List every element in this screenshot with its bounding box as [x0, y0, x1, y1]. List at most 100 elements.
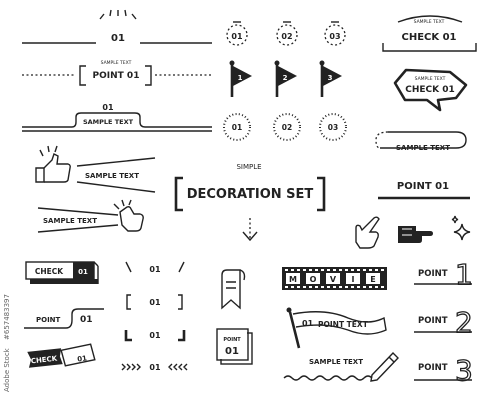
circle-badge-01: 01	[231, 32, 243, 41]
check-box-text: CHECK	[35, 267, 64, 276]
flag-number-1: 1	[238, 74, 243, 82]
thumbs-up-icon	[35, 145, 71, 183]
flag-icon: 3	[319, 60, 342, 97]
circle-badge-02: 02	[281, 32, 292, 41]
point-1: POINT 1	[414, 257, 473, 292]
check-sample-label: SAMPLE TEXT	[414, 19, 445, 25]
number-variations: 01 01 01 01	[121, 261, 188, 372]
ray-01: 01	[125, 261, 185, 274]
corner-01: 01	[124, 330, 186, 342]
right-icons	[355, 215, 471, 249]
watermark-id: #657483397	[3, 294, 11, 340]
wavy-sample-label: SAMPLE TEXT	[309, 358, 363, 366]
burst-title-01: 01	[22, 9, 212, 44]
point-3-label: POINT	[418, 363, 448, 373]
circle-badge-03: 03	[329, 32, 340, 41]
film-letter-3: V	[330, 275, 337, 284]
pointing-hand-banner: SAMPLE TEXT	[37, 199, 144, 233]
speech-bubble-check: CHECK 01 SAMPLE TEXT	[393, 68, 468, 112]
svg-text:01: 01	[149, 363, 161, 372]
flag-markers: 1 2 3	[229, 60, 342, 97]
point-numbered-list: POINT 1 POINT 2 POINT 3	[414, 257, 473, 388]
film-letter-4: I	[352, 275, 355, 284]
svg-text:03: 03	[328, 123, 338, 132]
rounded-box-label: SAMPLE TEXT	[396, 144, 450, 152]
check-01-label: CHECK 01	[401, 32, 456, 43]
bracket-point-label: POINT 01	[93, 71, 140, 81]
watermark-site: Adobe Stock	[3, 347, 11, 392]
bookmark-tag	[221, 269, 246, 310]
film-letter-2: O	[310, 275, 317, 284]
flag-number-2: 2	[283, 74, 288, 82]
pointing-right-hand-icon	[398, 226, 433, 243]
point-1-label: POINT	[418, 269, 448, 279]
ribbon-check-label: CHECK	[30, 355, 58, 366]
thumbs-sample-label: SAMPLE TEXT	[85, 172, 139, 180]
film-strip-icon: M O V I E	[282, 267, 387, 290]
tab-line-01: 01 SAMPLE TEXT	[22, 103, 212, 132]
flag-banner-number: 01	[302, 319, 314, 328]
svg-text:01: 01	[232, 123, 242, 132]
hand-sample-label: SAMPLE TEXT	[43, 217, 97, 225]
sparkle-icon	[451, 215, 471, 241]
bubble-check-label: CHECK 01	[405, 85, 455, 95]
bracket-sample-label: SAMPLE TEXT	[101, 60, 132, 66]
square-number: 01	[225, 346, 239, 357]
film-letter-5: E	[370, 275, 375, 284]
chevron-01: 01	[121, 363, 188, 372]
underline-point-label: POINT 01	[397, 181, 449, 192]
point-2: POINT 2	[414, 305, 473, 340]
point-1-number: 1	[455, 258, 473, 291]
svg-text:01: 01	[149, 298, 161, 307]
point-2-label: POINT	[418, 316, 448, 326]
film-letter-1: M	[289, 275, 297, 284]
pointing-up-hand-icon	[355, 216, 380, 249]
dotted-bracket-point-01: POINT 01 SAMPLE TEXT	[22, 60, 212, 86]
check-box-label: CHECK 01	[25, 261, 99, 284]
check-box-number: 01	[78, 268, 88, 276]
dotted-circle-badges: 01 02 03	[226, 21, 346, 46]
center-heading: SIMPLE DECORATION SET	[174, 163, 326, 242]
burst-number: 01	[111, 33, 125, 44]
point-3: POINT 3	[414, 353, 473, 388]
point-3-number: 3	[455, 354, 473, 387]
tab-sample-label: SAMPLE TEXT	[83, 118, 134, 126]
flag-icon: 2	[274, 60, 297, 97]
starburst-03: 03	[319, 113, 347, 141]
point-01-underline: POINT 01	[378, 181, 470, 200]
check-ribbon: CHECK 01	[27, 343, 96, 368]
bubble-sample-label: SAMPLE TEXT	[415, 76, 446, 82]
flag-banner-label: POINT TEXT	[318, 320, 369, 329]
burst-rays-icon	[99, 9, 137, 20]
ribbon-number: 01	[77, 354, 88, 363]
square-point-label: POINT	[223, 337, 241, 343]
tab-number: 01	[102, 103, 114, 112]
heading-small: SIMPLE	[236, 163, 261, 171]
curved-point-label: POINT	[36, 316, 61, 324]
pointing-hand-icon	[113, 199, 144, 232]
point-curved-line: POINT 01	[24, 308, 104, 329]
heading-main: DECORATION SET	[187, 187, 314, 202]
starburst-badges: 01 02 03	[223, 113, 347, 141]
flag-icon: 1	[229, 60, 252, 97]
point-text-flag: 01 POINT TEXT	[286, 307, 387, 349]
starburst-02: 02	[273, 113, 301, 141]
wavy-sample: SAMPLE TEXT	[283, 351, 399, 382]
thumbs-up-banner: SAMPLE TEXT	[35, 145, 156, 193]
bracket-01: 01	[126, 294, 183, 310]
flag-number-3: 3	[328, 74, 333, 82]
down-arrow-icon	[242, 218, 258, 242]
point-2-number: 2	[455, 306, 473, 339]
svg-text:02: 02	[282, 123, 292, 132]
svg-text:01: 01	[149, 331, 161, 340]
check-01-heading: SAMPLE TEXT CHECK 01	[382, 15, 477, 52]
point-square: POINT 01	[216, 328, 253, 365]
stock-watermark: Adobe Stock #657483397	[3, 294, 11, 392]
svg-text:01: 01	[149, 265, 161, 274]
curved-point-number: 01	[80, 315, 93, 325]
starburst-01: 01	[223, 113, 251, 141]
pencil-icon	[370, 351, 399, 382]
rounded-sample-box: SAMPLE TEXT	[375, 131, 467, 152]
